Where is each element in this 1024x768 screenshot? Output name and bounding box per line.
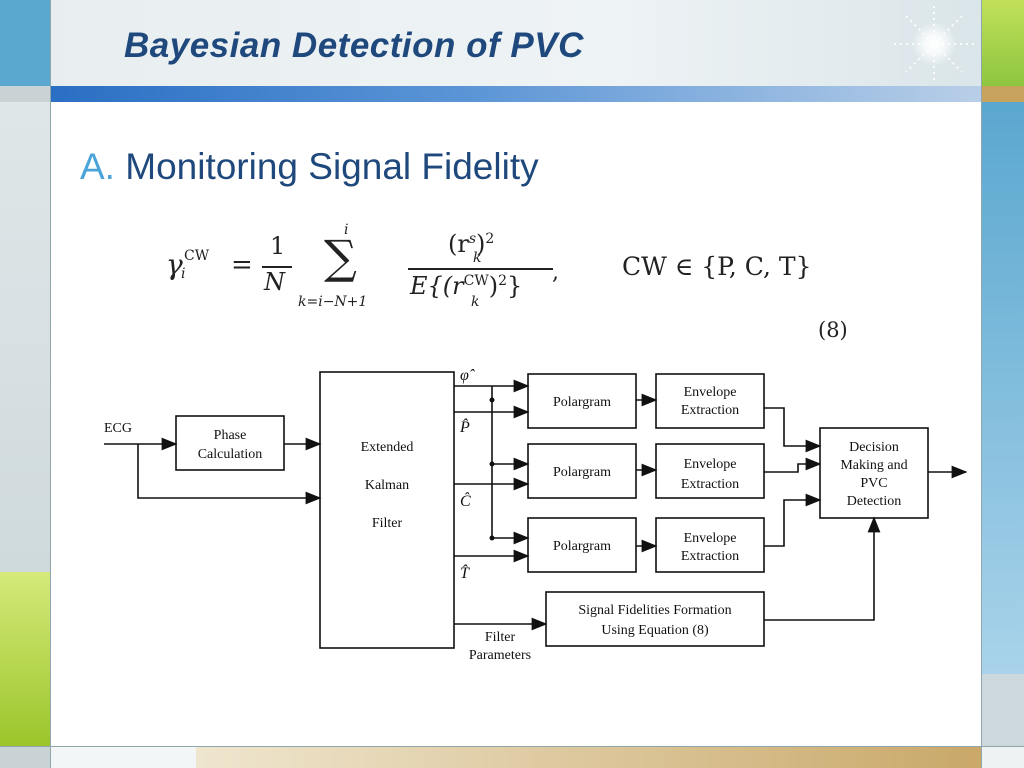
frame-bar-left [0, 86, 50, 102]
polargram-box-2 [527, 443, 637, 499]
output-c-label: Ĉ [460, 491, 471, 510]
junction-dot [489, 535, 495, 541]
equation-num-base: (r [448, 230, 469, 258]
fidelity-label-2: Using Equation (8) [601, 623, 709, 638]
equation-sum-lower: k=i−N+1 [298, 294, 368, 310]
output-phi-label: φ̂ [460, 367, 475, 384]
arrow-env-dec-2 [764, 457, 822, 473]
frame-right-green-panel [982, 0, 1024, 86]
envelope-label-2a: Envelope [684, 457, 737, 472]
equation-num-tail: ) [476, 230, 486, 258]
arrow-fidelity-to-decision [764, 516, 881, 621]
output-p-label: P̂ [459, 417, 470, 436]
envelope-label-1a: Envelope [684, 385, 737, 400]
ekf-label-1: Extended [361, 440, 414, 455]
frame-right-grey-panel [982, 674, 1024, 746]
equation-number: (8) [818, 318, 848, 342]
frame-bottom-band [196, 746, 982, 768]
arrow-ecg-to-ekf [137, 444, 322, 505]
equation-frac2-bar [408, 268, 553, 270]
equation-den-sub: k [471, 294, 480, 310]
junction-dot [489, 461, 495, 467]
frame-divider [0, 746, 1024, 747]
frame-right-blue-panel [982, 102, 1024, 674]
phase-label-2: Calculation [198, 447, 263, 462]
decision-label-3: PVC [860, 476, 887, 491]
equation-den-sup: CW [463, 273, 489, 289]
filter-params-label-2: Parameters [469, 648, 531, 663]
decision-label-4: Detection [847, 494, 901, 509]
equation-lhs-sup: CW [184, 248, 210, 264]
equation-num-sup: s [468, 231, 477, 247]
polargram-box-3 [527, 517, 637, 573]
equation-sum-symbol: ∑ [324, 230, 357, 284]
section-text: Monitoring Signal Fidelity [125, 146, 539, 187]
equation-frac1-bar [262, 266, 292, 268]
frame-left-top-panel [0, 0, 50, 86]
filter-params-label-1: Filter [485, 630, 516, 645]
frame-divider [50, 0, 51, 768]
title-underline-bar [50, 86, 982, 102]
frame-left-bottom-panel [0, 746, 50, 768]
polargram-box-1 [527, 373, 637, 429]
envelope-label-1b: Extraction [681, 403, 739, 418]
section-heading: A. Monitoring Signal Fidelity [80, 146, 539, 188]
frame-divider [981, 0, 982, 768]
junction-dot [489, 397, 495, 403]
envelope-label-2b: Extraction [681, 477, 739, 492]
equation-lhs-symbol: γ [166, 248, 183, 281]
equation-equals: = [231, 250, 253, 280]
equation-num: (rs)2 [448, 230, 494, 258]
ekf-box [319, 371, 455, 649]
equation-comma: , [552, 260, 559, 285]
frame-right-bottom-panel [982, 746, 1024, 768]
polargram-label-3: Polargram [553, 539, 611, 554]
equation-frac1-den: N [264, 268, 285, 296]
arrow-env-dec-3 [764, 493, 822, 547]
sparkle-icon [894, 6, 976, 82]
section-letter: A. [80, 146, 115, 187]
equation-num-sub: k [473, 250, 482, 266]
ekf-label-2: Kalman [365, 478, 409, 493]
envelope-label-3a: Envelope [684, 531, 737, 546]
ekf-label-3: Filter [372, 516, 403, 531]
block-diagram: ECG Phase Calculation Extended Kalman Fi… [104, 367, 968, 663]
decision-label-2: Making and [840, 458, 907, 473]
decision-label-1: Decision [849, 440, 899, 455]
envelope-box-1 [655, 373, 765, 429]
equation-den-close: } [507, 272, 523, 300]
polargram-label-2: Polargram [553, 465, 611, 480]
frame-left-green-panel [0, 572, 50, 746]
equation-num-pow: 2 [485, 231, 495, 247]
equation-den-tail: ) [488, 272, 499, 300]
envelope-label-3b: Extraction [681, 549, 739, 564]
frame-left-middle-panel [0, 102, 50, 572]
output-t-label: T̂ [460, 563, 470, 582]
equation-den-base: E{(r [410, 272, 464, 300]
equation-lhs-sub: i [181, 266, 186, 282]
frame-bottom-left [50, 746, 196, 768]
equation-den: E{(rCW)2} [410, 272, 522, 300]
equation-den-pow: 2 [498, 273, 508, 289]
fidelity-label-1: Signal Fidelities Formation [578, 603, 731, 618]
polargram-label-1: Polargram [553, 395, 611, 410]
equation-set: CW ∈ {P, C, T} [622, 252, 812, 281]
phase-label-1: Phase [214, 428, 247, 443]
equation-sum-upper: i [344, 222, 349, 238]
frame-bar-right [982, 86, 1024, 102]
ecg-label: ECG [104, 421, 132, 436]
equation-frac1-num: 1 [270, 232, 286, 260]
slide-title: Bayesian Detection of PVC [124, 26, 584, 65]
title-band-background [0, 0, 1024, 86]
arrow-env-dec-1 [764, 407, 822, 453]
